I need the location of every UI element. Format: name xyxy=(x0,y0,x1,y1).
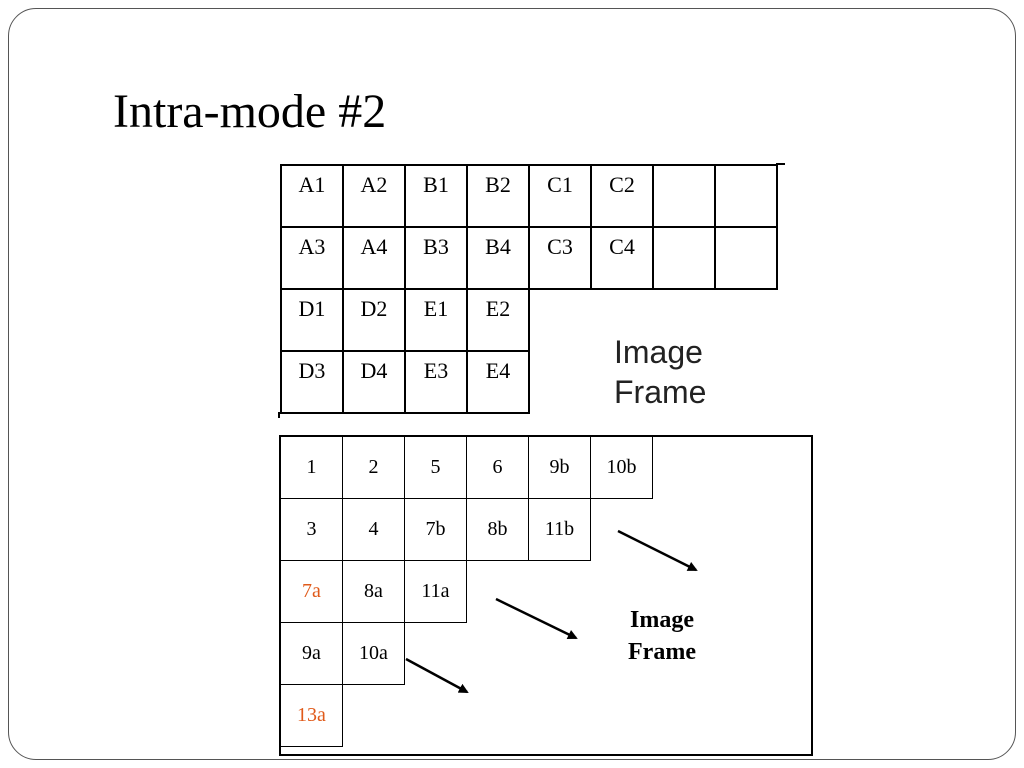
bottom-frame-label-line2: Frame xyxy=(628,639,696,665)
top-frame-left-edge xyxy=(278,412,280,418)
bottom-cell: 10b xyxy=(590,436,653,499)
bottom-frame-label: Image Frame xyxy=(612,604,712,668)
bottom-cell: 11a xyxy=(404,560,467,623)
arrow-row2 xyxy=(617,529,698,572)
bottom-frame-label-line1: Image xyxy=(630,607,694,633)
top-frame-label: Image Frame xyxy=(614,332,706,412)
slide-title: Intra-mode #2 xyxy=(113,85,387,138)
top-cell: E4 xyxy=(466,350,530,414)
bottom-cell: 11b xyxy=(528,498,591,561)
top-frame-label-line1: Image xyxy=(614,334,703,370)
bottom-cell: 13a xyxy=(280,684,343,747)
arrow-row3 xyxy=(495,597,578,640)
bottom-cell: 10a xyxy=(342,622,405,685)
top-frame-top-edge xyxy=(776,163,785,165)
arrow-row4 xyxy=(405,657,469,694)
slide xyxy=(8,8,1016,760)
top-frame-label-line2: Frame xyxy=(614,374,707,410)
top-frame-right-edge xyxy=(776,163,778,288)
